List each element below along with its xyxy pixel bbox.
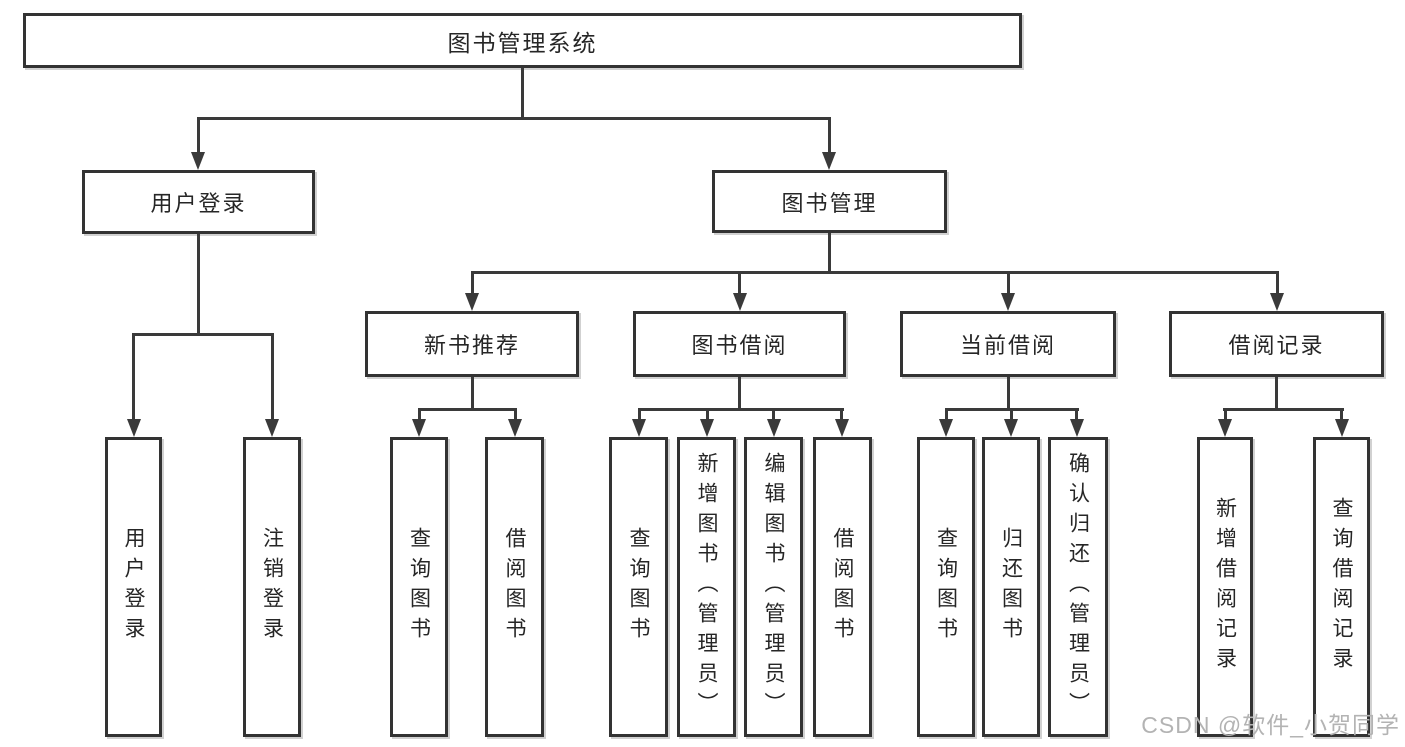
connector-stem [132, 333, 135, 421]
connector-bookmgmt-stub [828, 233, 831, 274]
connector-root-rail [197, 117, 831, 120]
leaf-records-query-record: 查询借阅记录 [1313, 437, 1370, 737]
connector-records-stub [1275, 377, 1278, 411]
watermark: CSDN @软件_小贺同学 [1141, 712, 1400, 738]
arrowhead-down [265, 419, 279, 437]
connector-borrow-rail [638, 408, 844, 411]
connector-records-rail [1223, 408, 1344, 411]
arrowhead-down [191, 152, 205, 170]
connector-stem [1010, 408, 1013, 421]
arrowhead-down [700, 419, 714, 437]
leaf-logout: 注销登录 [243, 437, 301, 737]
arrowhead-down [412, 419, 426, 437]
node-current-borrow: 当前借阅 [900, 311, 1116, 377]
leaf-borrow-query-book: 查询图书 [609, 437, 668, 737]
connector-userlogin-rail [133, 333, 273, 336]
connector-stem [1276, 271, 1279, 295]
arrowhead-down [939, 419, 953, 437]
arrowhead-down [835, 419, 849, 437]
node-book-borrow: 图书借阅 [633, 311, 846, 377]
leaf-current-query-book: 查询图书 [917, 437, 975, 737]
arrowhead-down [1070, 419, 1084, 437]
connector-stem [1075, 408, 1078, 421]
arrowhead-down [822, 152, 836, 170]
connector-stem [840, 408, 843, 421]
leaf-borrow-borrow-book: 借阅图书 [813, 437, 872, 737]
connector-stem [197, 117, 200, 155]
node-new-book-recommend: 新书推荐 [365, 311, 579, 377]
arrowhead-down [1218, 419, 1232, 437]
arrowhead-down [1001, 293, 1015, 311]
connector-stem [945, 408, 948, 421]
connector-stem [471, 271, 474, 295]
connector-stem [706, 408, 709, 421]
arrowhead-down [508, 419, 522, 437]
leaf-borrow-add-book-admin: 新增图书（管理员） [677, 437, 736, 737]
connector-stem [1340, 408, 1343, 421]
connector-stem [828, 117, 831, 155]
connector-stem [1007, 271, 1010, 295]
leaf-recommend-query-book: 查询图书 [390, 437, 448, 737]
arrowhead-down [632, 419, 646, 437]
connector-borrow-stub [738, 377, 741, 411]
connector-stem [1224, 408, 1227, 421]
connector-stem [271, 333, 274, 421]
connector-stem [738, 271, 741, 295]
leaf-current-confirm-return-admin: 确认归还（管理员） [1048, 437, 1108, 737]
arrowhead-down [733, 293, 747, 311]
connector-bookmgmt-rail [471, 271, 1279, 274]
leaf-current-return-book: 归还图书 [982, 437, 1040, 737]
arrowhead-down [1004, 419, 1018, 437]
connector-stem [772, 408, 775, 421]
node-root: 图书管理系统 [23, 13, 1022, 68]
connector-recommend-rail [418, 408, 517, 411]
leaf-login: 用户登录 [105, 437, 162, 737]
leaf-records-add-record: 新增借阅记录 [1197, 437, 1253, 737]
connector-current-stub [1007, 377, 1010, 411]
node-borrow-records: 借阅记录 [1169, 311, 1384, 377]
connector-stem [418, 408, 421, 421]
arrowhead-down [1335, 419, 1349, 437]
leaf-borrow-edit-book-admin: 编辑图书（管理员） [744, 437, 803, 737]
connector-stem [514, 408, 517, 421]
arrowhead-down [127, 419, 141, 437]
arrowhead-down [767, 419, 781, 437]
leaf-recommend-borrow-book: 借阅图书 [485, 437, 544, 737]
arrowhead-down [465, 293, 479, 311]
node-book-management: 图书管理 [712, 170, 947, 233]
connector-root-stub [521, 68, 524, 118]
arrowhead-down [1270, 293, 1284, 311]
connector-userlogin-stub [197, 234, 200, 336]
connector-recommend-stub [471, 377, 474, 411]
connector-stem [638, 408, 641, 421]
node-user-login: 用户登录 [82, 170, 315, 234]
